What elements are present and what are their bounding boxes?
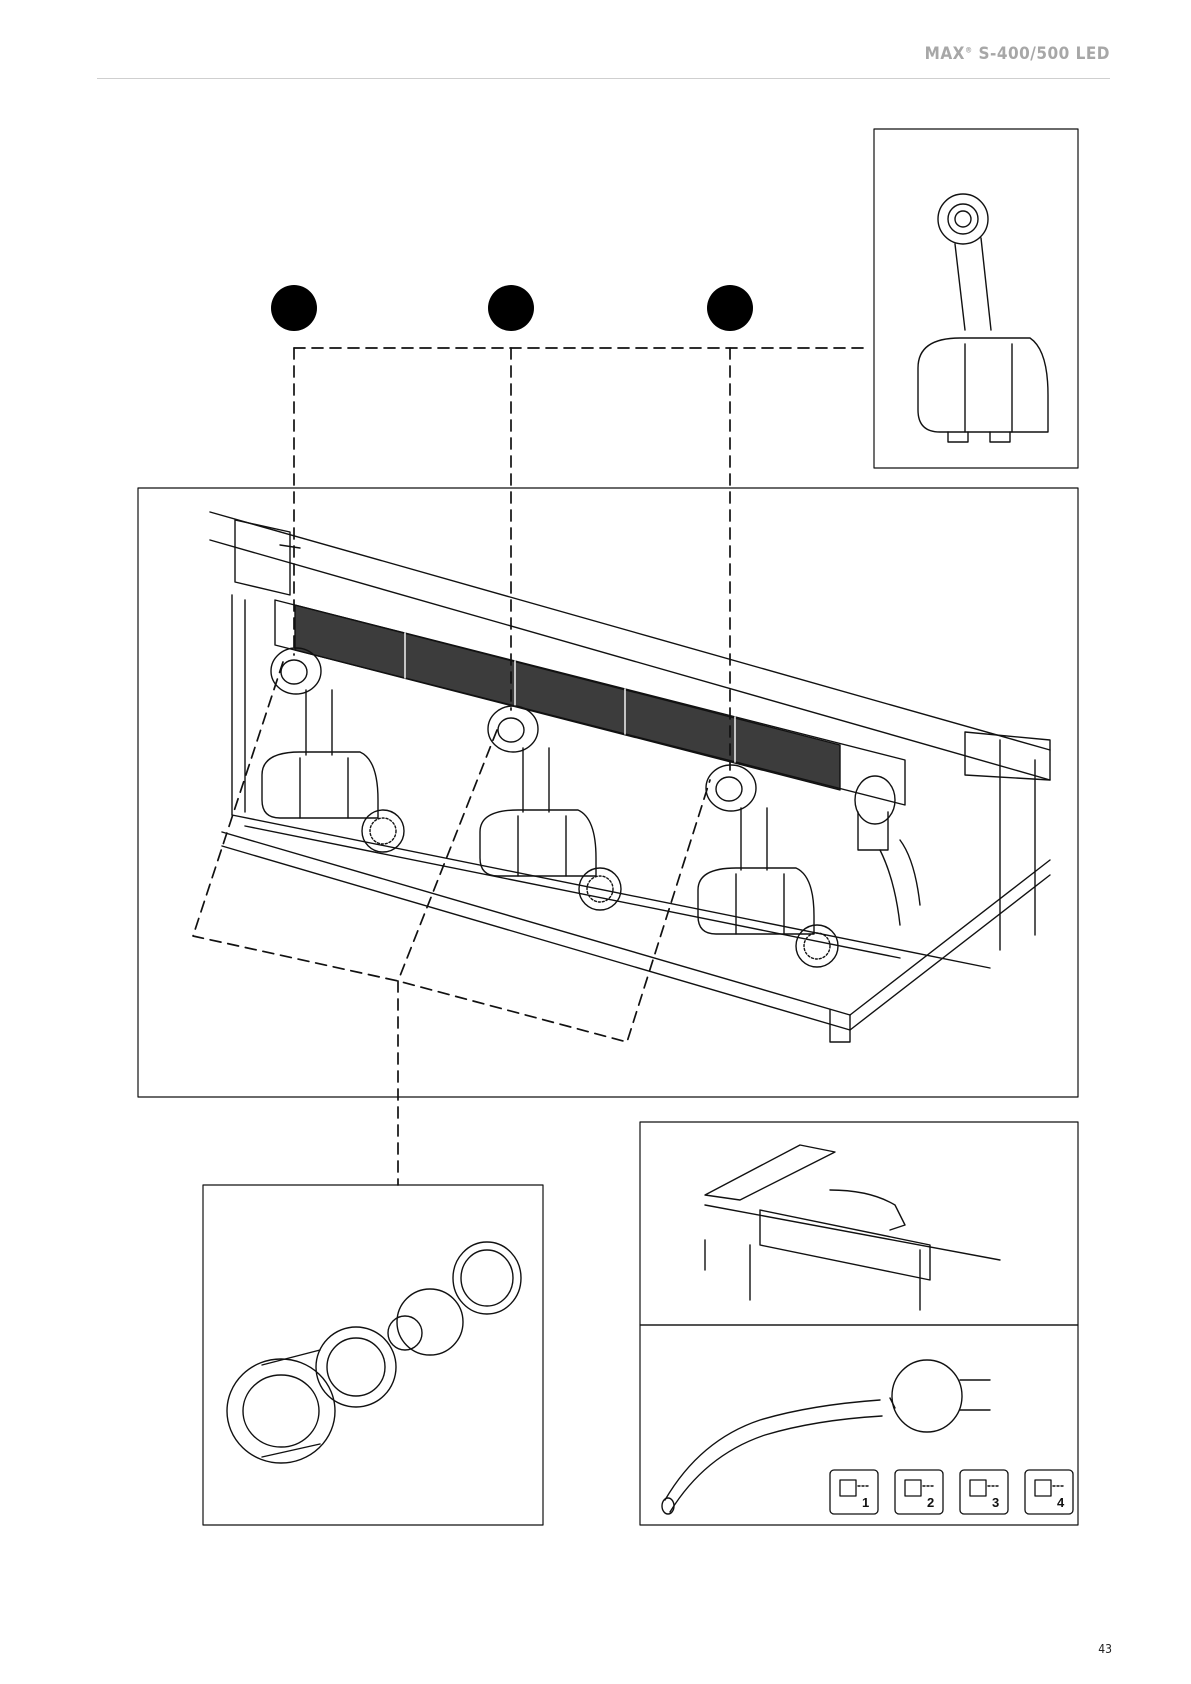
pump-mode-icon xyxy=(1035,1480,1051,1496)
page-number: 43 xyxy=(1098,1642,1112,1656)
pump-mode-icon xyxy=(970,1480,986,1496)
callout-marker-1 xyxy=(271,285,317,331)
pump-assembly-3 xyxy=(698,765,838,967)
mode-tile-4: 4 xyxy=(1025,1470,1073,1514)
power-cord-detail-inset xyxy=(640,1325,1078,1525)
mode-tile-number: 3 xyxy=(992,1495,999,1510)
strainer-exploded-drawing xyxy=(227,1242,521,1463)
callout-marker-3 xyxy=(707,285,753,331)
mode-tile-number: 4 xyxy=(1057,1495,1065,1510)
rail-clip-detail-inset xyxy=(640,1122,1078,1325)
mode-tile-number: 1 xyxy=(862,1495,869,1510)
power-cord-drawing xyxy=(662,1360,990,1514)
mode-tile-2: 2 xyxy=(895,1470,943,1514)
pump-assembly-1 xyxy=(262,648,404,852)
main-panel-frame xyxy=(138,488,1078,1097)
callout-marker-2 xyxy=(488,285,534,331)
mode-tile-number: 2 xyxy=(927,1495,934,1510)
pump-mode-icon xyxy=(840,1480,856,1496)
mode-tile-3: 3 xyxy=(960,1470,1008,1514)
pump-detail-drawing xyxy=(918,194,1048,442)
overflow-connector xyxy=(855,776,920,925)
strainer-detail-inset xyxy=(203,1185,543,1525)
pump-mode-icon xyxy=(905,1480,921,1496)
aquarium-frame xyxy=(210,512,1050,1042)
led-light-bar xyxy=(275,600,905,805)
mode-tile-1: 1 xyxy=(830,1470,878,1514)
rail-clip-drawing xyxy=(705,1145,1000,1310)
